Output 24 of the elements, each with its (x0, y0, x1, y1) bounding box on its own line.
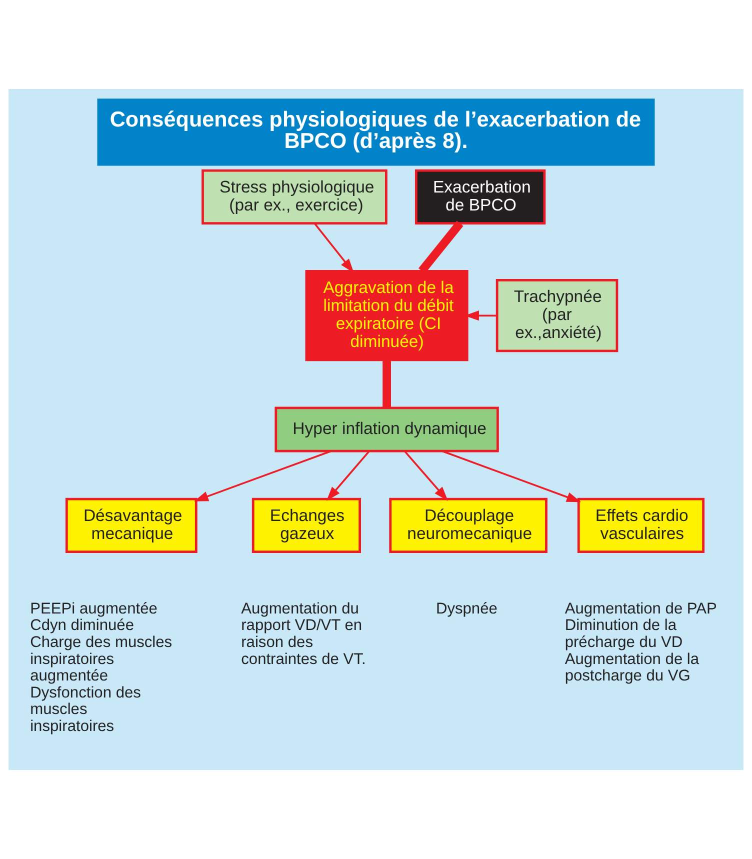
node-label: Augmentation de la postcharge du VG (564, 650, 700, 685)
node-label: Dysfonction des muscles inspiratoires (30, 684, 141, 735)
node-label: Augmentation de PAP (564, 600, 717, 618)
arrow (404, 450, 448, 501)
arrow (442, 450, 582, 502)
node-box: Désavantage mecanique (65, 498, 198, 553)
node-box: Exacerbation de BPCO (414, 169, 546, 224)
node-box: Aggravation de la limitation du débit expiratoire (CI diminuée) (305, 270, 468, 362)
node-box: Hyper inflation dynamique (274, 406, 499, 452)
node-box: Stress physiologique (par ex., exercice) (202, 169, 388, 224)
node-box: Trachypnée (par ex.,anxiété) (496, 279, 618, 352)
node-label: PEEPi augmentée (30, 600, 158, 618)
connector (382, 360, 391, 408)
node-label: Diminution de la précharge du VD (564, 617, 683, 651)
node-box: Effets cardio vasculaires (577, 498, 704, 553)
node-label: Charge des muscles inspiratoires augmentée (30, 634, 172, 685)
node-box: Echanges gazeux (252, 498, 362, 553)
arrow (326, 450, 370, 501)
diagram-title: Conséquences physiologiques de l’exacerbation de BPCO (d’après 8). (110, 106, 642, 154)
node-box: Découplage neuromecanique (389, 498, 548, 553)
arrow (194, 450, 332, 502)
node-label: Augmentation du rapport VD/VT en raison des contraintes de VT. (241, 600, 366, 668)
node-label: Cdyn diminuée (30, 617, 134, 634)
node-label: Dyspnée (436, 600, 498, 618)
